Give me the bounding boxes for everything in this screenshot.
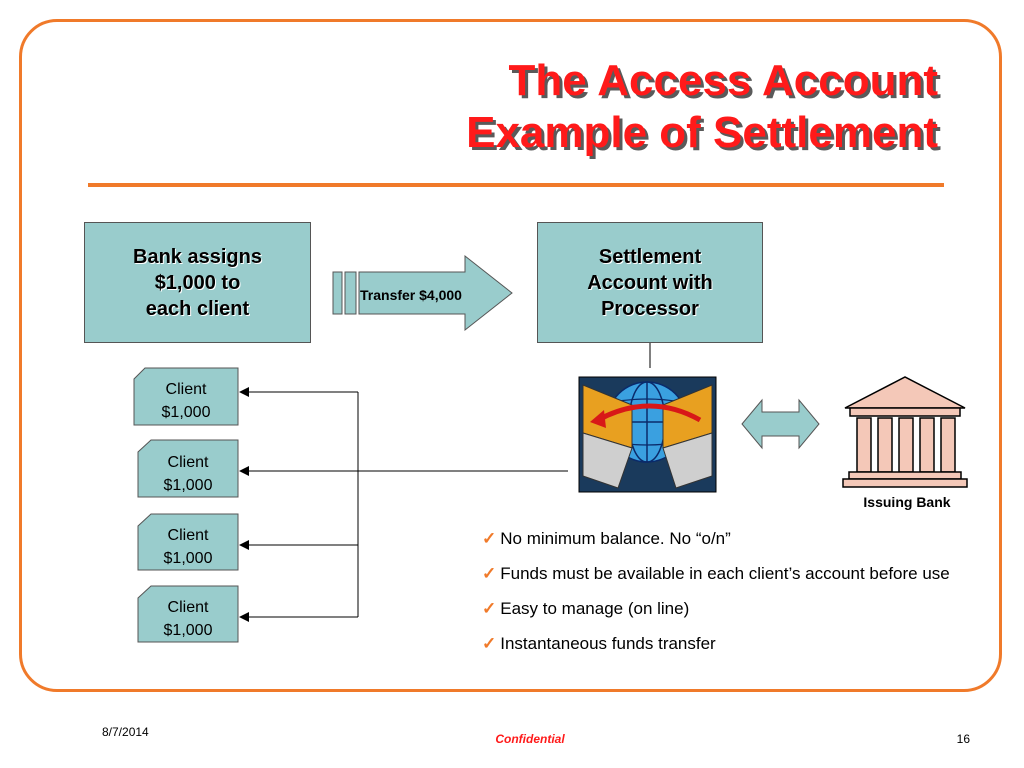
- title-line-2: Example of Settlement: [466, 108, 938, 157]
- transfer-arrow-icon: [332, 254, 513, 332]
- client-card-1-label: Client $1,000: [161, 381, 211, 421]
- list-item-text: Funds must be available in each client’s…: [500, 564, 950, 583]
- checkmark-icon: ✓: [482, 529, 497, 548]
- list-item: ✓Funds must be available in each client’…: [482, 563, 952, 584]
- client-cards: [133, 367, 239, 643]
- network-computers-icon: [578, 376, 717, 493]
- settlement-account-box: Settlement Account with Processor: [537, 222, 763, 343]
- title-line-1: The Access Account: [508, 56, 938, 105]
- settlement-account-label: Settlement Account with Processor: [587, 245, 713, 320]
- slide-frame: [19, 19, 1002, 692]
- checkmark-icon: ✓: [482, 564, 497, 583]
- bank-building-icon: [842, 376, 968, 488]
- issuing-bank-label: Issuing Bank: [863, 494, 951, 510]
- client-card-4-label: Client $1,000: [163, 599, 213, 639]
- footer-date: 8/7/2014: [102, 725, 149, 739]
- list-item-text: Instantaneous funds transfer: [500, 634, 716, 653]
- list-item-text: Easy to manage (on line): [500, 599, 690, 618]
- list-item: ✓Easy to manage (on line): [482, 598, 952, 619]
- page-title: The Access Account Example of Settlement: [466, 55, 938, 159]
- transfer-label: Transfer $4,000: [360, 287, 462, 303]
- bank-assigns-label: Bank assigns $1,000 to each client: [133, 245, 262, 320]
- client-connectors: [239, 387, 568, 622]
- title-divider: [88, 183, 944, 187]
- checkmark-icon: ✓: [482, 599, 497, 618]
- list-item: ✓No minimum balance. No “o/n”: [482, 528, 952, 549]
- client-card-3-label: Client $1,000: [163, 527, 213, 567]
- bank-assigns-box: Bank assigns $1,000 to each client: [84, 222, 311, 343]
- benefits-list: ✓No minimum balance. No “o/n” ✓Funds mus…: [482, 528, 952, 668]
- checkmark-icon: ✓: [482, 634, 497, 653]
- double-arrow-icon: [741, 398, 820, 450]
- footer-confidential: Confidential: [495, 732, 565, 746]
- list-item-text: No minimum balance. No “o/n”: [500, 529, 731, 548]
- list-item: ✓Instantaneous funds transfer: [482, 633, 952, 654]
- client-card-2-label: Client $1,000: [163, 454, 213, 494]
- page-number: 16: [956, 732, 970, 746]
